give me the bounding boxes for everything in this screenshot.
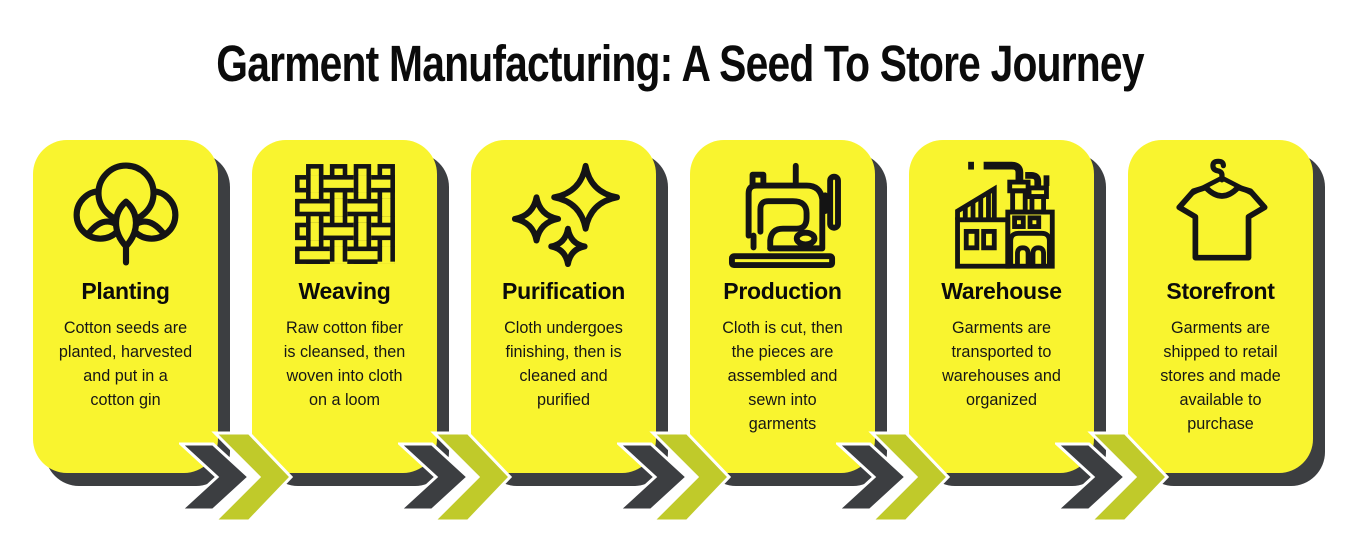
stage-title: Purification	[502, 278, 625, 304]
factory-icon	[943, 156, 1061, 272]
flow-arrow	[617, 430, 731, 524]
flow-arrow	[1055, 430, 1169, 524]
flow-arrow	[836, 430, 950, 524]
stage-description: Garments are shipped to retail stores an…	[1160, 319, 1281, 433]
stage-description: Raw cotton fiber is cleansed, then woven…	[283, 319, 406, 409]
sewing-machine-icon	[722, 156, 844, 272]
stage-description: Cloth undergoes finishing, then is clean…	[504, 319, 623, 409]
stage-card-purification: Purification Cloth undergoes finishing, …	[471, 140, 656, 473]
cotton-flower-icon	[69, 156, 183, 272]
stage-card-warehouse: Warehouse Garments are transported to wa…	[909, 140, 1094, 473]
stage-description: Cloth is cut, then the pieces are assemb…	[722, 319, 843, 433]
stage-title: Production	[723, 278, 842, 304]
sparkles-icon	[505, 156, 623, 272]
stage-description: Garments are transported to warehouses a…	[942, 319, 1061, 409]
stage-title: Warehouse	[941, 278, 1062, 304]
stage-card-production: Production Cloth is cut, then the pieces…	[690, 140, 875, 473]
woven-fabric-icon	[290, 156, 400, 272]
flow-arrow	[398, 430, 512, 524]
stage-title: Planting	[81, 278, 170, 304]
stage-card-weaving: Weaving Raw cotton fiber is cleansed, th…	[252, 140, 437, 473]
stage-description: Cotton seeds are planted, harvested and …	[58, 319, 193, 409]
flow-arrow	[179, 430, 293, 524]
stage-title: Weaving	[298, 278, 391, 304]
stage-title: Storefront	[1166, 278, 1275, 304]
tshirt-hanger-icon	[1165, 156, 1277, 272]
page-title: Garment Manufacturing: A Seed To Store J…	[216, 35, 1144, 92]
stage-card-storefront: Storefront Garments are shipped to retai…	[1128, 140, 1313, 473]
stage-card-planting: Planting Cotton seeds are planted, harve…	[33, 140, 218, 473]
